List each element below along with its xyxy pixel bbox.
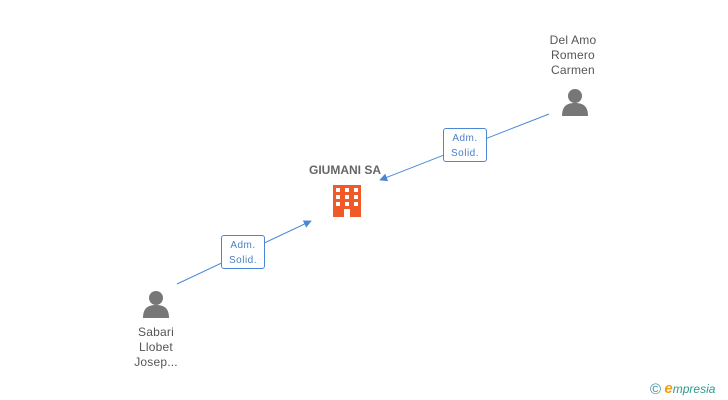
person-label-del-amo[interactable]: Del Amo Romero Carmen	[535, 33, 611, 78]
edge-label-line: Solid.	[450, 148, 479, 159]
person-label-line: Del Amo	[549, 33, 597, 47]
brand-first-letter: e	[664, 380, 673, 397]
company-name[interactable]: GIUMANI SA	[309, 163, 381, 177]
person-label-line: Carmen	[551, 63, 595, 77]
person-label-sabari[interactable]: Sabari Llobet Josep...	[118, 325, 194, 370]
edge-label-del-amo: Adm. Solid.	[443, 128, 487, 162]
edge-label-line: Adm.	[452, 133, 478, 144]
person-label-line: Josep...	[134, 355, 178, 369]
brand-rest: mpresia	[672, 382, 716, 396]
person-label-line: Llobet	[139, 340, 173, 354]
person-icon[interactable]	[562, 89, 588, 116]
edge-label-line: Adm.	[230, 240, 256, 251]
person-icon[interactable]	[143, 291, 169, 318]
edge-label-sabari: Adm. Solid.	[221, 235, 265, 269]
brand-logo: © empresia	[650, 380, 715, 398]
building-icon[interactable]	[333, 185, 361, 217]
person-label-line: Sabari	[138, 325, 174, 339]
copyright-icon: ©	[650, 381, 662, 398]
edge-label-line: Solid.	[228, 255, 257, 266]
person-label-line: Romero	[551, 48, 595, 62]
